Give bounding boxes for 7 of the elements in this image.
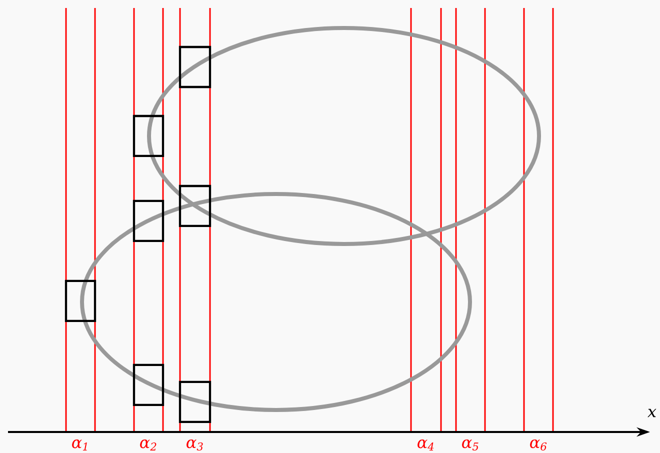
- interval-label: α$_{4}$: [418, 440, 434, 450]
- interval-label: α$_{3}$: [186, 439, 203, 451]
- interval-label: α$_{2}$: [140, 440, 156, 450]
- interval-label: α$_{1}$: [72, 440, 87, 450]
- interval-label: α$_{6}$: [530, 439, 547, 451]
- axis-label: x: [648, 408, 656, 418]
- interval-label: α$_{5}$: [462, 439, 478, 451]
